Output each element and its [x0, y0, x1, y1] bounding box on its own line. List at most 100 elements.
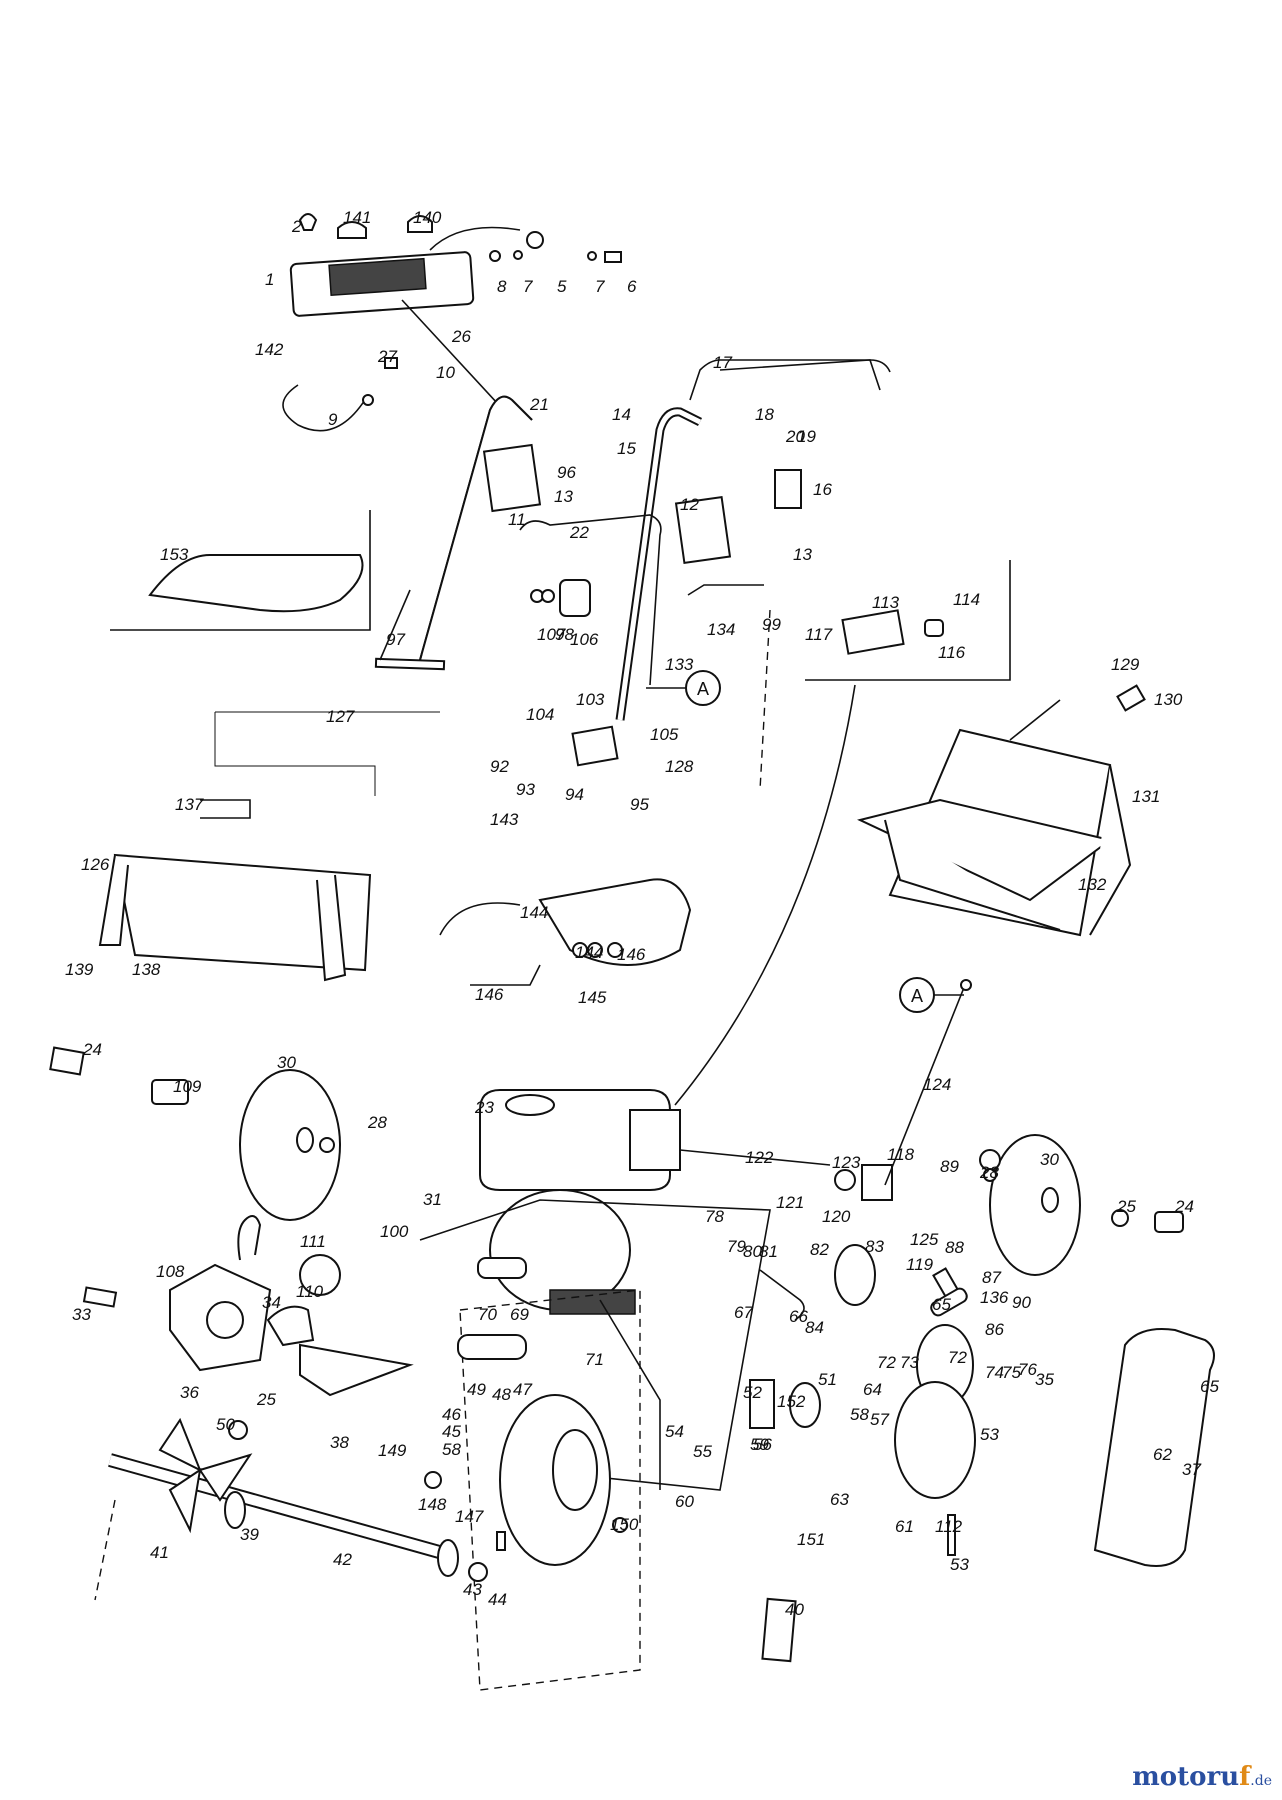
part-label: 84	[805, 1318, 824, 1337]
part-label: 127	[326, 707, 355, 726]
part-label: 124	[923, 1075, 951, 1094]
part-label: 121	[776, 1193, 804, 1212]
part-label: 49	[467, 1380, 486, 1399]
part-label: 151	[797, 1530, 825, 1549]
part-label: 120	[822, 1207, 851, 1226]
motoruf-watermark: motoruf.de	[1132, 1762, 1272, 1792]
part-label: 92	[490, 757, 509, 776]
part-label: 15	[617, 439, 636, 458]
part-label: 126	[81, 855, 110, 874]
part-label: 110	[296, 1282, 324, 1301]
part-label: 97	[386, 630, 405, 649]
part-label: 143	[490, 810, 519, 829]
part-label: 141	[343, 208, 371, 227]
belt-cover	[1093, 1328, 1215, 1567]
part-label: 144	[520, 903, 548, 922]
part-label: 130	[1154, 690, 1183, 709]
callout-a-top: A	[646, 670, 721, 706]
part-label: 17	[713, 353, 732, 372]
part-label: 114	[953, 590, 980, 609]
part-label: 59	[750, 1435, 769, 1454]
part-label: 31	[423, 1190, 442, 1209]
part-label: 118	[887, 1145, 915, 1164]
part-label: 42	[333, 1550, 352, 1569]
part-label: 1	[265, 270, 274, 289]
part-label: 13	[554, 487, 573, 506]
part-label: 35	[1035, 1370, 1054, 1389]
part-label: 146	[617, 945, 646, 964]
part-label: 149	[378, 1441, 407, 1460]
grass-catcher	[857, 684, 1146, 937]
part-label: 58	[442, 1440, 461, 1459]
part-label: 133	[665, 655, 694, 674]
part-label: 63	[830, 1490, 849, 1509]
part-label: 111	[300, 1232, 326, 1251]
mat	[110, 510, 371, 631]
part-label: 134	[707, 620, 735, 639]
part-label: 58	[850, 1405, 869, 1424]
part-label: 83	[865, 1237, 884, 1256]
part-label: 145	[578, 988, 607, 1007]
part-label: 93	[516, 780, 535, 799]
part-label: 23	[474, 1098, 494, 1117]
part-label: 38	[330, 1433, 349, 1452]
part-label: 36	[180, 1383, 199, 1402]
part-label: 57	[870, 1410, 889, 1429]
part-label: 119	[906, 1255, 934, 1274]
part-label: 11	[508, 510, 526, 529]
part-label: 70	[478, 1305, 497, 1324]
handle-assembly	[214, 359, 891, 796]
part-label: 137	[175, 795, 204, 814]
part-label: 103	[576, 690, 605, 709]
part-label: 7	[523, 277, 533, 296]
part-label: 113	[872, 593, 900, 612]
part-label: 65	[1200, 1377, 1219, 1396]
part-label: 136	[980, 1288, 1009, 1307]
part-label: 54	[665, 1422, 684, 1441]
part-label: 24	[82, 1040, 102, 1059]
part-label: 14	[612, 405, 631, 424]
svg-text:A: A	[911, 986, 923, 1006]
part-label: 18	[755, 405, 774, 424]
switch-box	[674, 560, 1011, 1106]
part-label: 30	[1040, 1150, 1059, 1169]
part-label: 53	[980, 1425, 999, 1444]
part-label: 82	[810, 1240, 829, 1259]
part-label: 75	[1002, 1363, 1021, 1382]
part-label: 73	[900, 1353, 919, 1372]
part-label: 7	[595, 277, 605, 296]
part-label: 147	[455, 1507, 484, 1526]
part-label: 34	[262, 1293, 281, 1312]
part-label: 99	[762, 615, 781, 634]
part-label: 109	[173, 1077, 202, 1096]
part-label: 43	[463, 1580, 482, 1599]
part-label: 71	[585, 1350, 604, 1369]
part-label: 25	[1116, 1197, 1136, 1216]
part-label: 26	[451, 327, 471, 346]
part-label: 142	[255, 340, 284, 359]
part-label: 87	[982, 1268, 1001, 1287]
engine-and-chassis	[419, 979, 972, 1691]
part-label: 48	[492, 1385, 511, 1404]
part-label: 106	[570, 630, 599, 649]
part-label: 140	[413, 208, 442, 227]
control-panel	[282, 213, 622, 432]
part-label: 72	[877, 1353, 896, 1372]
part-label: 66	[789, 1307, 808, 1326]
part-label: 28	[367, 1113, 387, 1132]
small-parts	[424, 1149, 1001, 1663]
part-label: 96	[557, 463, 576, 482]
part-label: 122	[745, 1148, 774, 1167]
part-label: 78	[705, 1207, 724, 1226]
part-label: 13	[793, 545, 812, 564]
part-label: 95	[630, 795, 649, 814]
callout-a-bottom: A	[899, 977, 964, 1013]
part-label: 39	[240, 1525, 259, 1544]
part-label: 25	[256, 1390, 276, 1409]
part-label: 8	[497, 277, 507, 296]
part-label: 108	[156, 1262, 185, 1281]
gear-housing	[82, 1215, 414, 1440]
part-label: 22	[569, 523, 589, 542]
